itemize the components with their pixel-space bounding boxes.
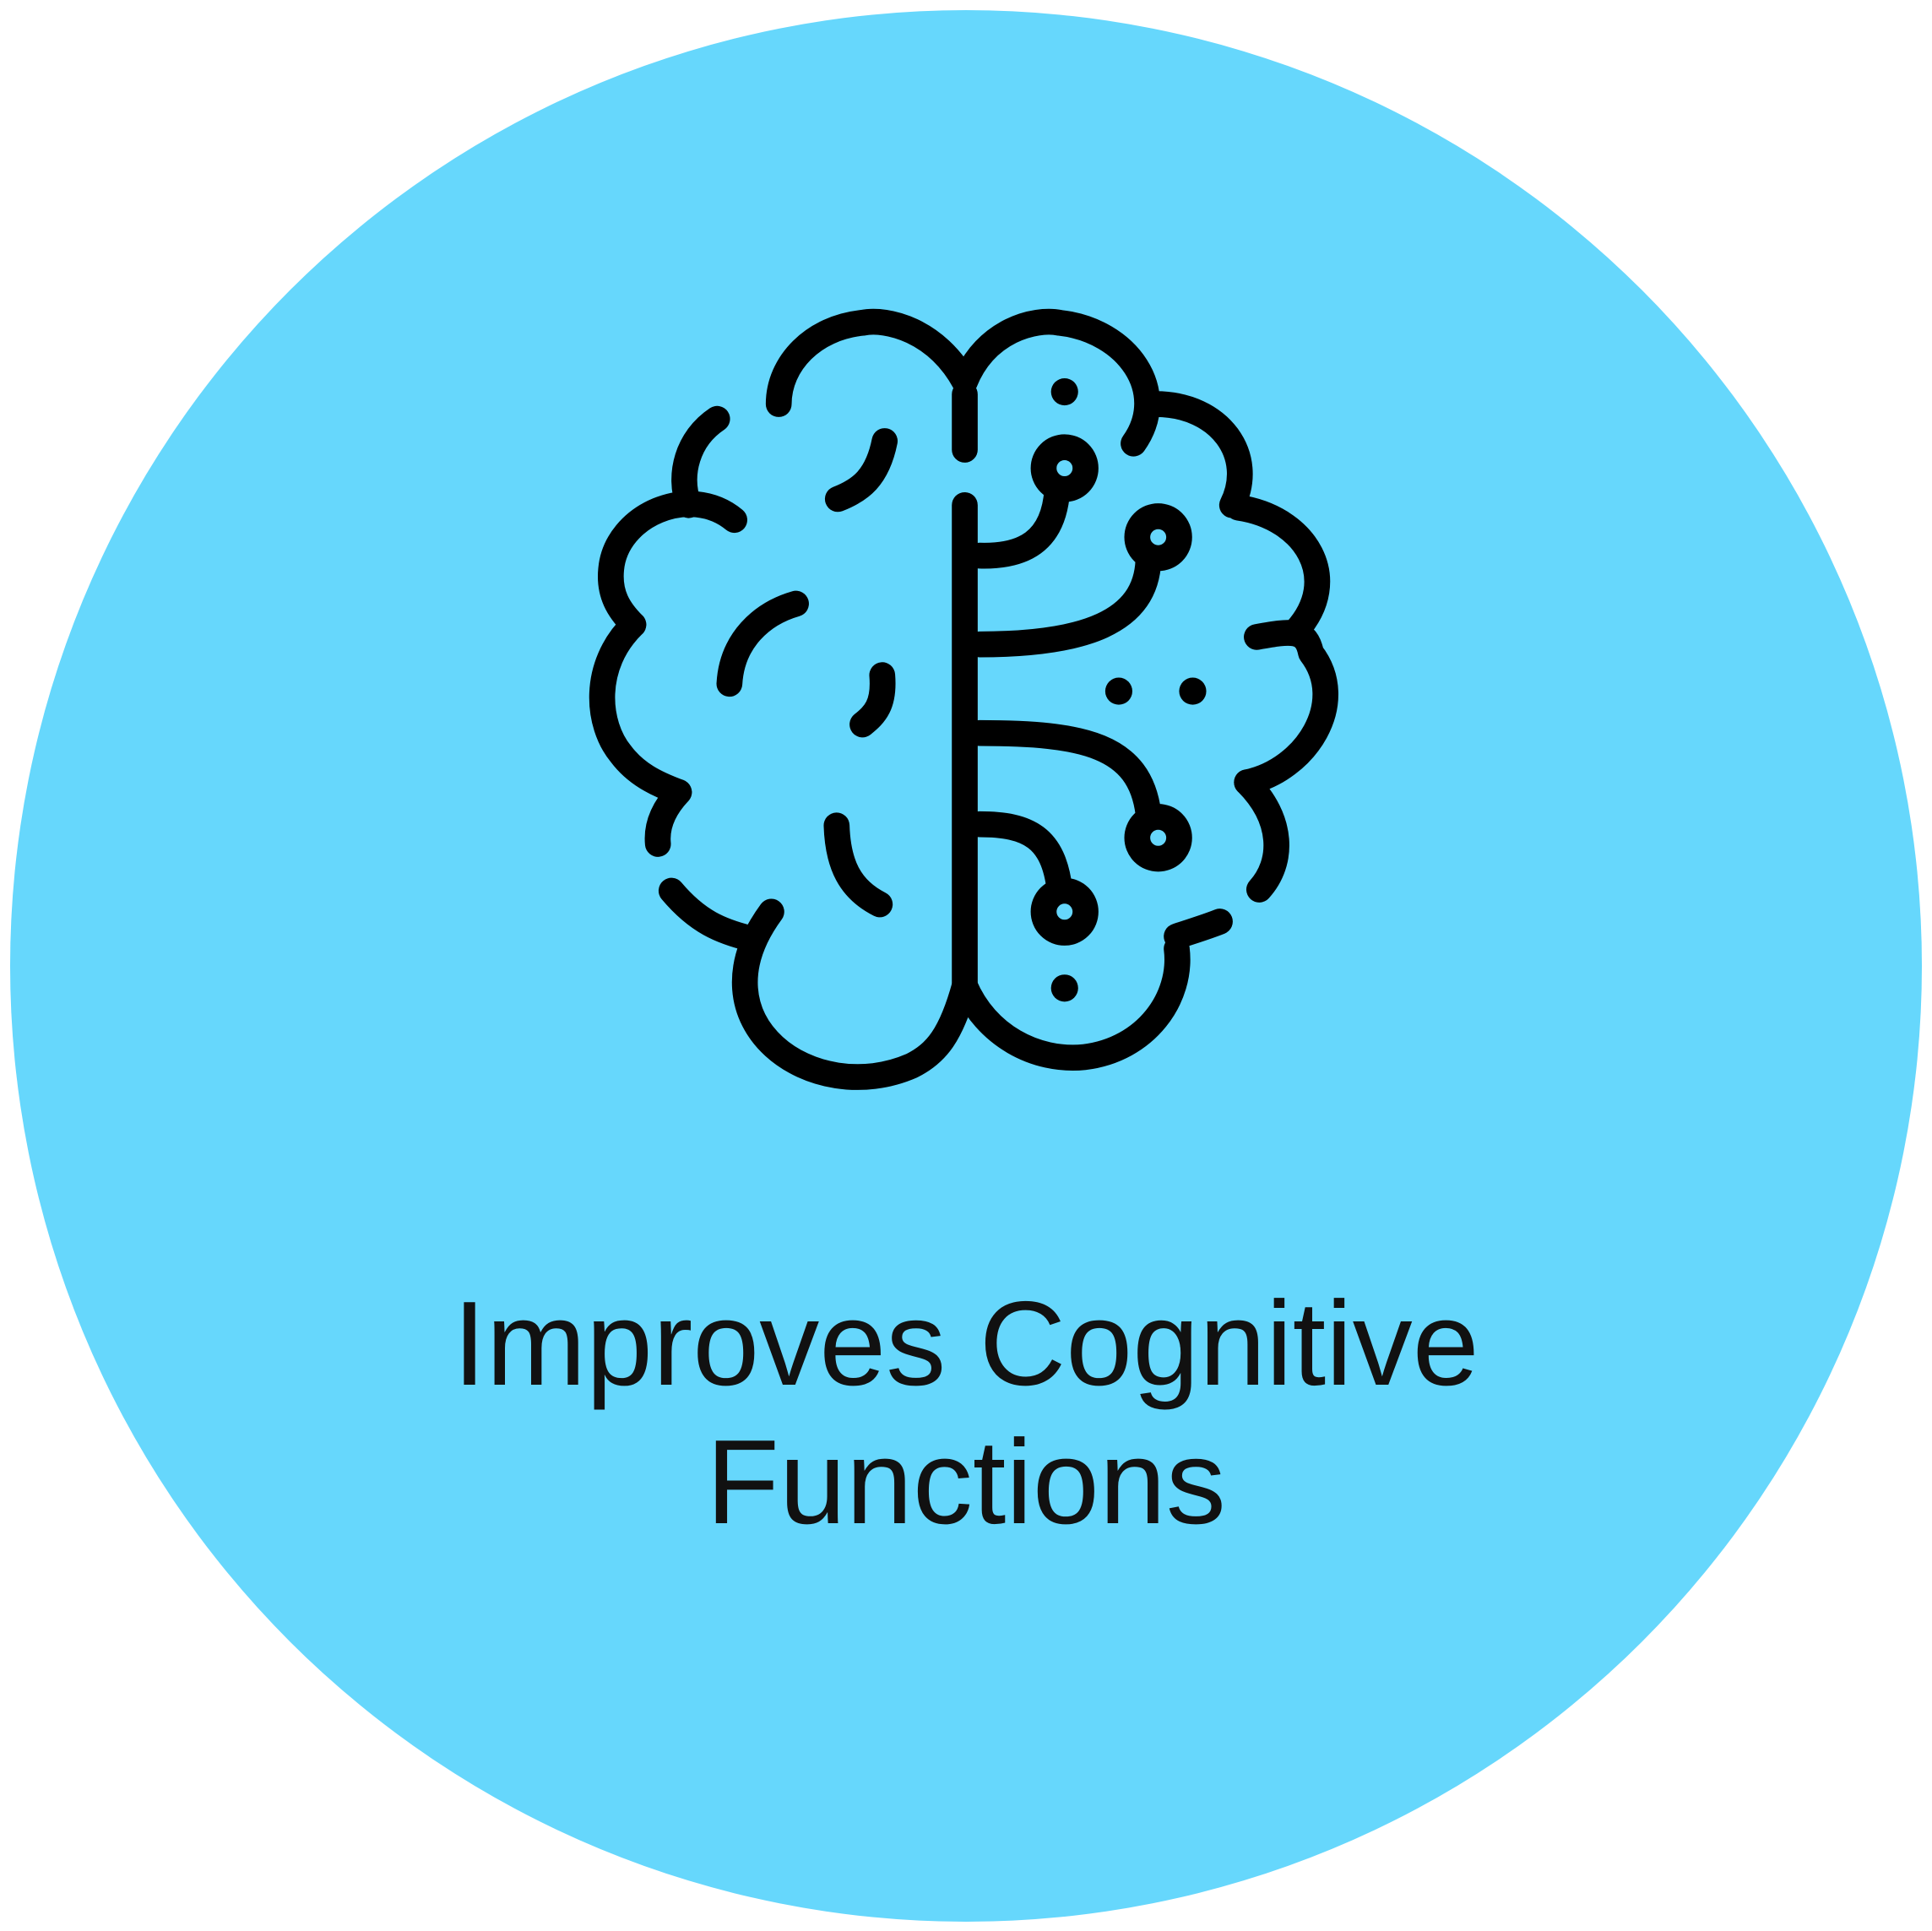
caption-line-1: Improves Cognitive <box>453 1277 1479 1411</box>
benefit-caption: Improves Cognitive Functions <box>0 1275 1932 1552</box>
caption-line-2: Functions <box>706 1415 1226 1549</box>
